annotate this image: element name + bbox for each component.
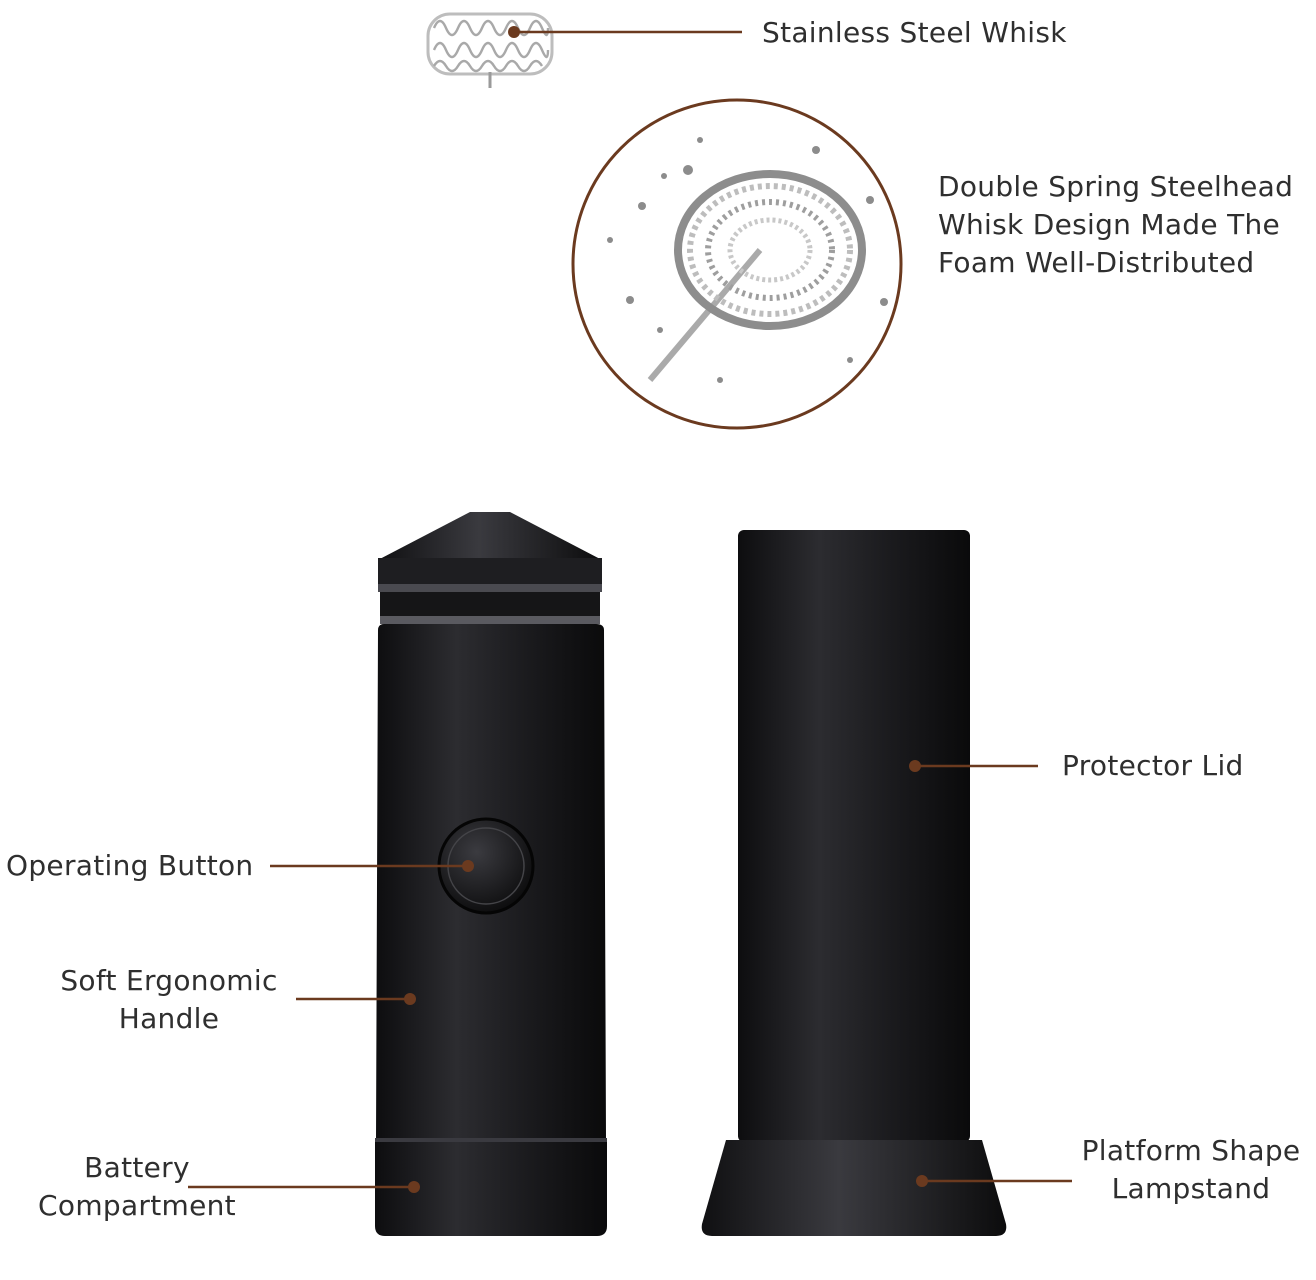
label-battery-compartment: Battery Compartment	[22, 1149, 252, 1225]
label-line: Foam Well-Distributed	[938, 246, 1255, 279]
label-line: Battery	[84, 1151, 190, 1184]
label-line: Lampstand	[1111, 1172, 1271, 1205]
label-text: Operating Button	[6, 849, 254, 882]
protector-lid	[701, 530, 1007, 1236]
label-stainless-steel-whisk: Stainless Steel Whisk	[762, 14, 1067, 52]
label-text: Stainless Steel Whisk	[762, 16, 1067, 49]
label-line: Compartment	[38, 1189, 236, 1222]
label-soft-ergonomic-handle: Soft Ergonomic Handle	[50, 962, 288, 1038]
frother	[375, 512, 607, 1236]
label-protector-lid: Protector Lid	[1062, 747, 1244, 785]
label-operating-button: Operating Button	[6, 847, 253, 885]
label-line: Whisk Design Made The	[938, 208, 1281, 241]
whisk-closeup	[571, 98, 903, 430]
label-text: Protector Lid	[1062, 749, 1244, 782]
leader-lines	[188, 26, 1072, 1193]
label-line: Double Spring Steelhead	[938, 170, 1294, 203]
label-line: Soft Ergonomic	[60, 964, 278, 997]
label-platform-shape-lampstand: Platform Shape Lampstand	[1072, 1132, 1310, 1208]
label-whisk-design: Double Spring Steelhead Whisk Design Mad…	[938, 168, 1293, 282]
label-line: Handle	[118, 1002, 220, 1035]
label-line: Platform Shape	[1081, 1134, 1301, 1167]
whisk-head	[426, 12, 554, 88]
